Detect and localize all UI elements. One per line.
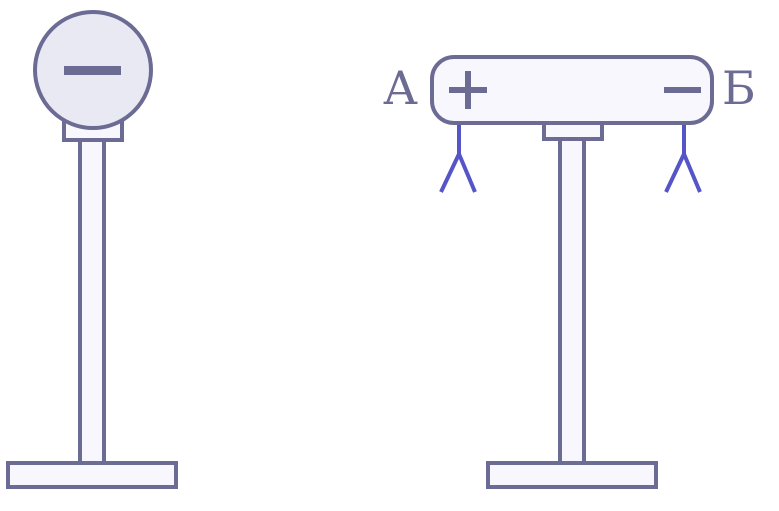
leaf-left <box>664 153 686 193</box>
left-stand-rod <box>78 136 106 465</box>
left-stand <box>6 10 178 489</box>
minus-sign-icon <box>664 87 701 93</box>
right-stand: А Б <box>383 55 756 489</box>
conductor-body <box>430 55 714 125</box>
left-stand-base <box>6 461 178 489</box>
plus-sign-icon <box>449 71 487 109</box>
leaf-right <box>682 153 702 193</box>
right-stand-rod <box>558 136 586 465</box>
minus-sign-icon <box>64 66 121 75</box>
right-stand-base <box>486 461 658 489</box>
leaves-end-a <box>439 124 477 193</box>
plus-vertical-bar <box>465 71 471 109</box>
leaf-right <box>457 153 477 193</box>
end-b-label: Б <box>722 61 756 115</box>
leaf-left <box>439 153 461 193</box>
leaves-end-b <box>664 124 702 193</box>
end-a-label: А <box>383 61 418 115</box>
